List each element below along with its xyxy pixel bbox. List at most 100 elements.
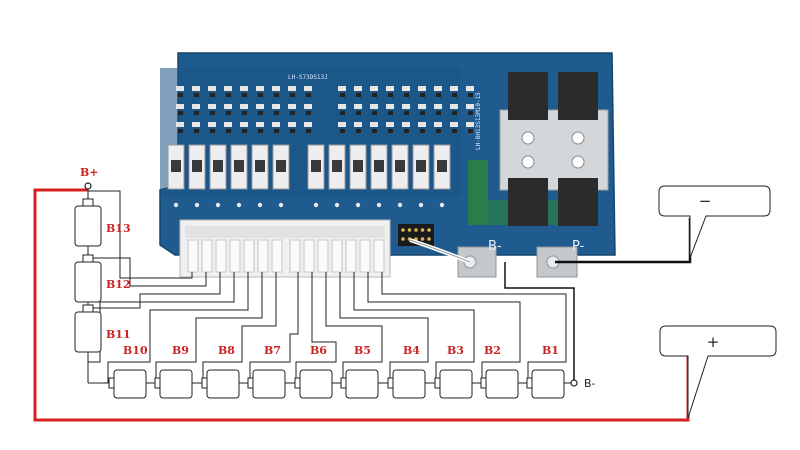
smd-part [290, 111, 295, 115]
smd-part [304, 86, 312, 91]
smd-part [354, 86, 362, 91]
battery-cell [74, 205, 102, 247]
smd-part [274, 129, 279, 133]
smd-part [192, 122, 200, 127]
cell-label: B10 [123, 344, 148, 357]
smd-part [240, 86, 248, 91]
mosfet [558, 72, 598, 120]
smd-part [274, 93, 279, 97]
cell-label: B6 [310, 344, 327, 357]
balance-wire [295, 272, 337, 383]
cell-cap [434, 377, 441, 389]
pad-label-p: P- [572, 239, 585, 254]
connector-slot [373, 239, 385, 273]
smd-part [304, 122, 312, 127]
pad-label-b: B- [488, 239, 502, 254]
smd-part [356, 111, 361, 115]
battery-cell [299, 369, 333, 399]
balance-wire [367, 272, 521, 383]
smd-part [226, 129, 231, 133]
smd-part [452, 111, 457, 115]
smd-part [338, 86, 346, 91]
smd-part [434, 104, 442, 109]
solder-pad [257, 202, 263, 208]
battery-cell [345, 369, 379, 399]
battery-cell [531, 369, 565, 399]
balance-wire [339, 272, 429, 383]
battery-cell [206, 369, 240, 399]
header-pin [420, 228, 425, 232]
resistor-body [437, 160, 447, 172]
smd-part [242, 111, 247, 115]
smd-part [466, 122, 474, 127]
smd-part [420, 93, 425, 97]
battery-cell [252, 369, 286, 399]
smd-part [272, 104, 280, 109]
smd-part [306, 111, 311, 115]
b-minus-wire [504, 262, 575, 380]
smd-part [388, 129, 393, 133]
resistor-body [311, 160, 321, 172]
smd-part [466, 86, 474, 91]
cell-label: B9 [172, 344, 189, 357]
smd-part [340, 129, 345, 133]
header-pin [401, 237, 405, 241]
smd-components-top [176, 86, 474, 133]
smd-part [258, 93, 263, 97]
board-trace [468, 160, 488, 225]
smd-part [290, 129, 295, 133]
smd-part [256, 122, 264, 127]
cell-label: B11 [106, 328, 131, 341]
solder-pad [215, 202, 221, 208]
solder-pad [397, 202, 403, 208]
cell-cap [82, 304, 94, 313]
smd-part [452, 129, 457, 133]
b-minus-label: B- [584, 377, 596, 390]
smd-part [176, 104, 184, 109]
header-pin [414, 228, 418, 232]
smd-part [386, 104, 394, 109]
smd-part [194, 129, 199, 133]
connector-slot [345, 239, 357, 273]
positive-symbol: + [707, 333, 720, 351]
b-minus-terminal [570, 379, 578, 387]
smd-part [436, 93, 441, 97]
smd-part [192, 86, 200, 91]
balance-wire [88, 257, 207, 287]
smd-part [288, 104, 296, 109]
smd-part [226, 111, 231, 115]
smd-part [402, 104, 410, 109]
cell-label: B5 [354, 344, 371, 357]
smd-part [210, 93, 215, 97]
cell-label: B7 [264, 344, 281, 357]
battery-cell [113, 369, 147, 399]
positive-callout: + [659, 325, 777, 419]
smd-part [338, 122, 346, 127]
smd-part [436, 129, 441, 133]
balance-wire [88, 190, 193, 279]
smd-part [468, 111, 473, 115]
balance-resistors [167, 144, 451, 208]
smd-part [176, 86, 184, 91]
resistor-body [416, 160, 426, 172]
smd-part [210, 129, 215, 133]
smd-part [402, 122, 410, 127]
header-pins [398, 224, 434, 246]
smd-part [388, 111, 393, 115]
battery-cell [159, 369, 193, 399]
cell-label: B2 [484, 344, 501, 357]
solder-pad [236, 202, 242, 208]
smd-part [306, 93, 311, 97]
smd-part [338, 104, 346, 109]
b-plus-label: B+ [80, 166, 99, 179]
solder-pad [334, 202, 340, 208]
balance-connector [179, 219, 391, 278]
smd-part [224, 104, 232, 109]
board-silk-right: LH-BH13S13M10-15 [475, 92, 482, 150]
smd-part [468, 93, 473, 97]
b-plus-terminal [84, 182, 92, 190]
solder-pad [313, 202, 319, 208]
resistor-body [276, 160, 286, 172]
smd-part [418, 122, 426, 127]
connector-slot [257, 239, 269, 273]
